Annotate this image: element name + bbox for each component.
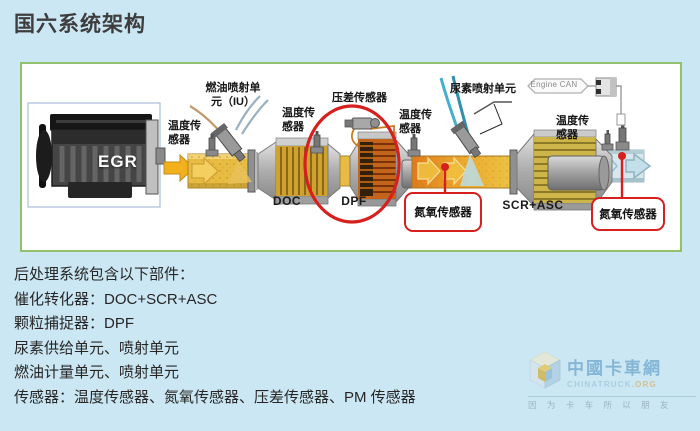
nox-sensor-bolt — [615, 122, 630, 151]
exhaust-aftertreatment-diagram — [27, 75, 652, 224]
watermark-divider — [528, 396, 696, 397]
fuel-injector — [189, 95, 269, 184]
note-line: 催化转化器：DOC+SCR+ASC — [14, 290, 218, 308]
watermark-domain: CHINATRUCK.ORG — [567, 380, 662, 389]
watermark-tagline: 因 为 卡 车 所 以 朋 友 — [528, 400, 673, 410]
mid-pipe — [411, 149, 518, 195]
label-temp-sensor-1: 温度传 感器 — [168, 120, 201, 146]
nox-sensor-callout-right: 氮氧传感器 — [591, 197, 665, 231]
egr-label: EGR — [98, 152, 138, 171]
temp-sensor-bolt-1 — [205, 134, 219, 157]
label-temp-sensor-3: 温度传 感器 — [399, 109, 432, 135]
temp-sensor-bolt-4 — [601, 130, 614, 151]
chinatruck-cube-icon — [529, 351, 561, 389]
dpf-highlight-ellipse — [303, 104, 401, 224]
label-fuel-injection-unit: 燃油喷射单 元（IU） — [205, 82, 261, 108]
diagram-canvas: EGR 温度传 感器 燃油喷射单 元（IU） 温度传 感器 压差传感器 温度传 … — [22, 64, 680, 250]
watermark-domain-main: CHINATRUCK — [567, 379, 632, 389]
label-scr-asc: SCR+ASC — [502, 198, 564, 212]
scr-asc-unit — [516, 129, 613, 211]
diagram-panel: EGR 温度传 感器 燃油喷射单 元（IU） 温度传 感器 压差传感器 温度传 … — [20, 62, 682, 252]
temp-sensor-bolt-3 — [407, 134, 421, 157]
engine-illustration — [36, 114, 166, 198]
engine-can-connector — [527, 77, 626, 126]
chinatruck-watermark: 中國卡車網 CHINATRUCK.ORG 因 为 卡 车 所 以 朋 友 — [528, 350, 696, 411]
label-urea-injection-unit: 尿素喷射单元 — [450, 83, 516, 95]
watermark-name: 中國卡車網 — [567, 358, 662, 378]
inlet-pipe — [187, 149, 258, 193]
component-notes: 后处理系统包含以下部件： 催化转化器：DOC+SCR+ASC 颗粒捕捉器：DPF… — [14, 263, 416, 411]
note-line: 颗粒捕捉器：DPF — [14, 315, 135, 333]
diff-pressure-sensor-device — [344, 117, 395, 147]
label-temp-sensor-4: 温度传 感器 — [556, 115, 589, 141]
note-line: 尿素供给单元、喷射单元 — [14, 339, 180, 357]
watermark-domain-tld: .ORG — [631, 379, 657, 389]
label-temp-sensor-2: 温度传 感器 — [282, 107, 315, 133]
temp-sensor-bolt-2 — [310, 131, 324, 154]
label-engine-can: Engine CAN — [530, 80, 578, 89]
flow-arrow-1 — [163, 153, 195, 183]
label-dpf: DPF — [341, 194, 367, 208]
note-line: 后处理系统包含以下部件： — [14, 266, 195, 283]
nox-pointer-left — [441, 163, 449, 196]
label-diff-pressure-sensor: 压差传感器 — [332, 92, 387, 104]
label-doc: DOC — [272, 194, 302, 208]
doc-unit — [257, 137, 351, 205]
urea-injector — [439, 75, 512, 186]
nox-pointer-right — [618, 152, 626, 200]
page-title: 国六系统架构 — [14, 13, 146, 36]
note-line: 传感器：温度传感器、氮氧传感器、压差传感器、PM 传感器 — [14, 388, 416, 406]
note-line: 燃油计量单元、喷射单元 — [14, 364, 180, 382]
nox-sensor-callout-left: 氮氧传感器 — [404, 192, 482, 232]
